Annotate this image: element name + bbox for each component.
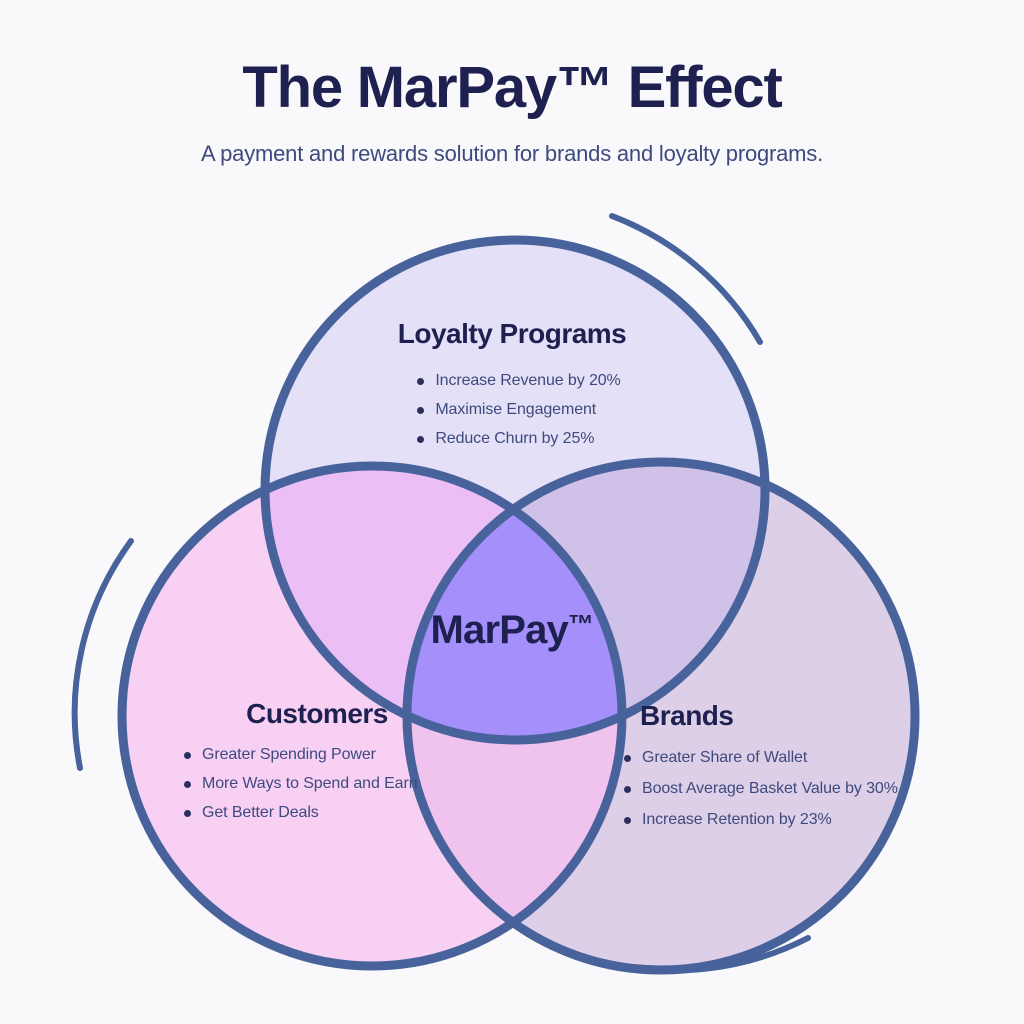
arc-bottom-right-icon — [601, 935, 811, 974]
list-item-label: More Ways to Spend and Earn — [202, 775, 418, 792]
list-item-label: Increase Retention by 23% — [642, 811, 832, 828]
bullet-icon — [417, 435, 425, 443]
list-item: Reduce Churn by 25% — [417, 430, 620, 448]
list-item: Greater Share of Wallet — [624, 749, 938, 767]
decorative-arcs — [71, 213, 811, 974]
circle-outline-customers[interactable] — [117, 461, 627, 971]
bullet-icon — [624, 754, 631, 762]
trademark-symbol: ™ — [568, 609, 594, 639]
venn-center-label-text: MarPay — [430, 608, 568, 652]
benefit-list-customers: Greater Spending Power More Ways to Spen… — [184, 746, 470, 822]
bullet-icon — [184, 751, 191, 759]
bullet-icon — [184, 780, 191, 788]
list-item-label: Greater Share of Wallet — [642, 749, 808, 766]
list-item: Greater Spending Power — [184, 746, 470, 764]
list-item-label: Maximise Engagement — [435, 401, 597, 418]
list-item: Get Better Deals — [184, 804, 470, 822]
benefit-list-brands: Greater Share of Wallet Boost Average Ba… — [624, 749, 938, 829]
list-item: More Ways to Spend and Earn — [184, 775, 470, 793]
list-item: Increase Revenue by 20% — [417, 372, 621, 390]
bullet-icon — [417, 377, 425, 385]
venn-section-loyalty-programs: Loyalty Programs Increase Revenue by 20%… — [0, 318, 1024, 459]
list-item-label: Greater Spending Power — [202, 746, 376, 763]
bullet-icon — [417, 406, 425, 414]
venn-section-customers: Customers Greater Spending Power More Wa… — [170, 698, 470, 833]
list-item: Maximise Engagement — [417, 401, 620, 419]
header: The MarPay™ Effect A payment and rewards… — [0, 0, 1024, 167]
bullet-icon — [184, 809, 191, 817]
bullet-icon — [624, 785, 631, 793]
list-item: Boost Average Basket Value by 30% — [624, 780, 938, 798]
list-item-label: Boost Average Basket Value by 30% — [642, 780, 898, 797]
arc-left-icon — [71, 538, 134, 771]
venn-section-title-loyalty-programs: Loyalty Programs — [397, 318, 627, 349]
list-item-label: Get Better Deals — [202, 804, 319, 821]
bullet-icon — [624, 816, 631, 824]
page-subtitle: A payment and rewards solution for brand… — [200, 140, 824, 166]
list-item: Increase Retention by 23% — [624, 811, 938, 829]
arc-top-right-icon — [609, 213, 763, 345]
benefit-list-loyalty-programs: Increase Revenue by 20% Maximise Engagem… — [417, 372, 621, 459]
page-title: The MarPay™ Effect — [242, 55, 782, 120]
venn-section-title-customers: Customers — [246, 698, 388, 729]
list-item-label: Reduce Churn by 25% — [435, 430, 595, 447]
venn-center-label: MarPay™ — [0, 608, 1024, 653]
venn-section-brands: Brands Greater Share of Wallet Boost Ave… — [618, 700, 938, 842]
list-item-label: Increase Revenue by 20% — [435, 372, 621, 389]
venn-section-title-brands: Brands — [640, 700, 734, 731]
